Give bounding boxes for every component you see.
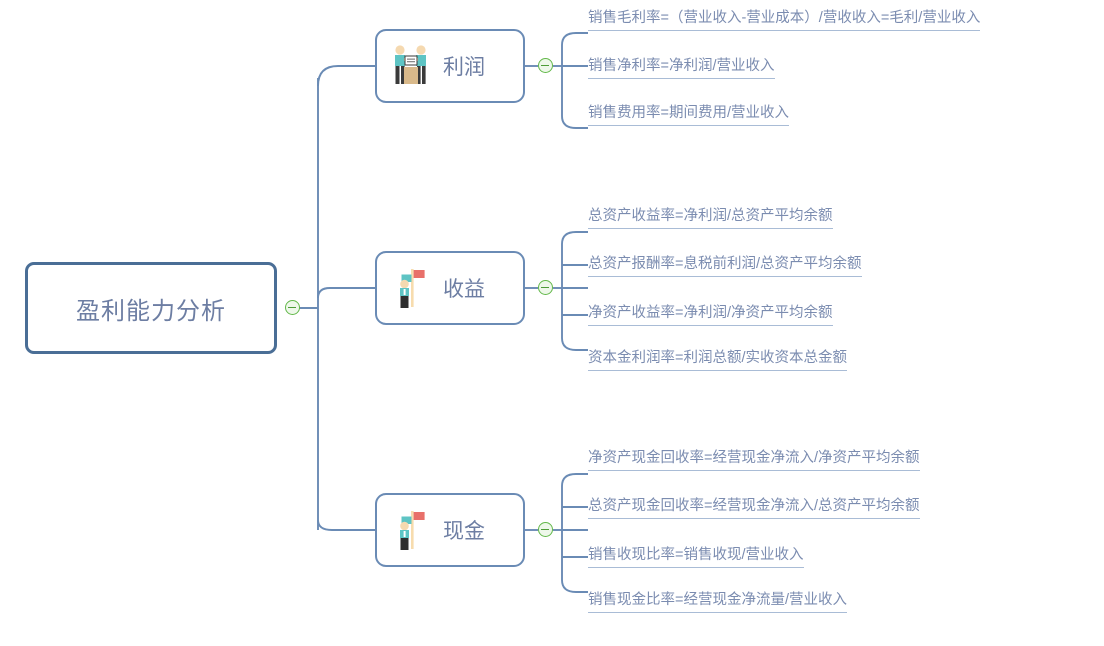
leaf-item[interactable]: 净资产现金回收率=经营现金净流入/净资产平均余额 xyxy=(588,450,920,471)
root-collapse-toggle[interactable] xyxy=(285,300,300,315)
leaf-item[interactable]: 销售费用率=期间费用/营业收入 xyxy=(588,105,789,126)
leaf-item[interactable]: 销售现金比率=经营现金净流量/营业收入 xyxy=(588,592,847,613)
person-with-flag-icon xyxy=(400,269,425,308)
leaf-item[interactable]: 销售毛利率=（营业收入-营业成本）/营收收入=毛利/营业收入 xyxy=(588,10,981,31)
two-people-podium-icon xyxy=(395,45,426,84)
person-with-flag-icon xyxy=(400,511,425,550)
branch-label-profit: 利润 xyxy=(443,56,485,79)
leaf-item[interactable]: 销售收现比率=销售收现/营业收入 xyxy=(588,547,804,568)
leaf-item[interactable]: 总资产报酬率=息税前利润/总资产平均余额 xyxy=(588,256,862,277)
branch-label-cash: 现金 xyxy=(443,520,485,543)
leaf-item[interactable]: 销售净利率=净利润/营业收入 xyxy=(588,58,775,79)
root-node[interactable]: 盈利能力分析 xyxy=(25,262,277,354)
leaf-item[interactable]: 总资产现金回收率=经营现金净流入/总资产平均余额 xyxy=(588,498,920,519)
branch-label-return: 收益 xyxy=(443,278,485,301)
leaf-item[interactable]: 净资产收益率=净利润/净资产平均余额 xyxy=(588,305,833,326)
branch-node-return[interactable]: 收益 xyxy=(375,251,525,325)
branch-collapse-toggle-cash[interactable] xyxy=(538,522,553,537)
branch-collapse-toggle-profit[interactable] xyxy=(538,58,553,73)
branch-collapse-toggle-return[interactable] xyxy=(538,280,553,295)
root-label: 盈利能力分析 xyxy=(76,297,226,325)
branch-node-profit[interactable]: 利润 xyxy=(375,29,525,103)
branch-node-cash[interactable]: 现金 xyxy=(375,493,525,567)
leaf-item[interactable]: 资本金利润率=利润总额/实收资本总金额 xyxy=(588,350,847,371)
leaf-item[interactable]: 总资产收益率=净利润/总资产平均余额 xyxy=(588,208,833,229)
